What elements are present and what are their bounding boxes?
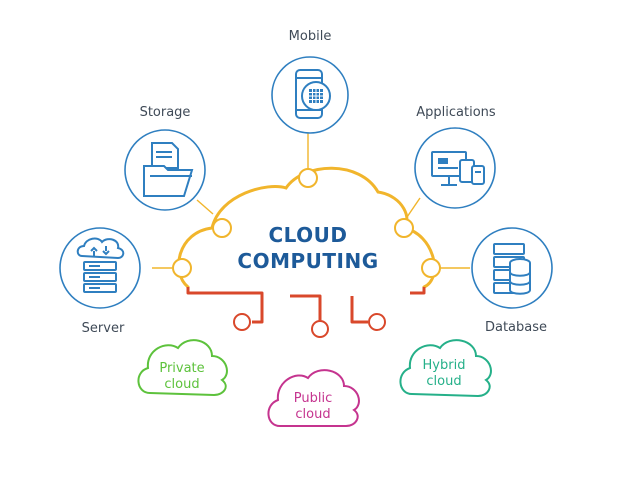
public-cloud: Public cloud bbox=[267, 369, 360, 427]
node-mobile: Mobile bbox=[271, 29, 349, 134]
red-connectors bbox=[186, 287, 426, 324]
computer-icon bbox=[431, 151, 485, 186]
private-cloud-line-2: cloud bbox=[164, 377, 199, 392]
node-label-database: Database bbox=[485, 320, 547, 335]
server-icon bbox=[76, 237, 125, 293]
private-cloud-line-1: Private bbox=[159, 361, 204, 376]
node-server: Server bbox=[59, 227, 141, 336]
public-cloud-outline bbox=[267, 369, 360, 427]
node-label-server: Server bbox=[82, 321, 125, 336]
hybrid-cloud-line-1: Hybrid bbox=[423, 358, 466, 373]
hybrid-cloud-line-2: cloud bbox=[426, 374, 461, 389]
hybrid-cloud: Hybrid cloud bbox=[399, 339, 492, 398]
connector-lines bbox=[152, 132, 470, 269]
node-label-storage: Storage bbox=[140, 105, 191, 120]
title-line-1: CLOUD bbox=[268, 223, 347, 247]
node-label-applications: Applications bbox=[416, 105, 496, 120]
title-line-2: COMPUTING bbox=[237, 249, 378, 273]
mobile-icon bbox=[295, 69, 331, 119]
folder-icon bbox=[143, 142, 194, 197]
red-junctions bbox=[233, 313, 386, 338]
orange-junctions bbox=[172, 168, 441, 278]
node-storage: Storage bbox=[124, 105, 206, 211]
database-icon bbox=[493, 243, 531, 295]
node-applications: Applications bbox=[414, 105, 496, 209]
private-cloud: Private cloud bbox=[137, 339, 228, 397]
hybrid-cloud-outline bbox=[399, 339, 492, 398]
node-label-mobile: Mobile bbox=[289, 29, 332, 44]
public-cloud-line-2: cloud bbox=[295, 407, 330, 422]
public-cloud-line-1: Public bbox=[294, 391, 332, 406]
private-cloud-outline bbox=[137, 339, 228, 397]
node-database: Database bbox=[471, 227, 553, 335]
